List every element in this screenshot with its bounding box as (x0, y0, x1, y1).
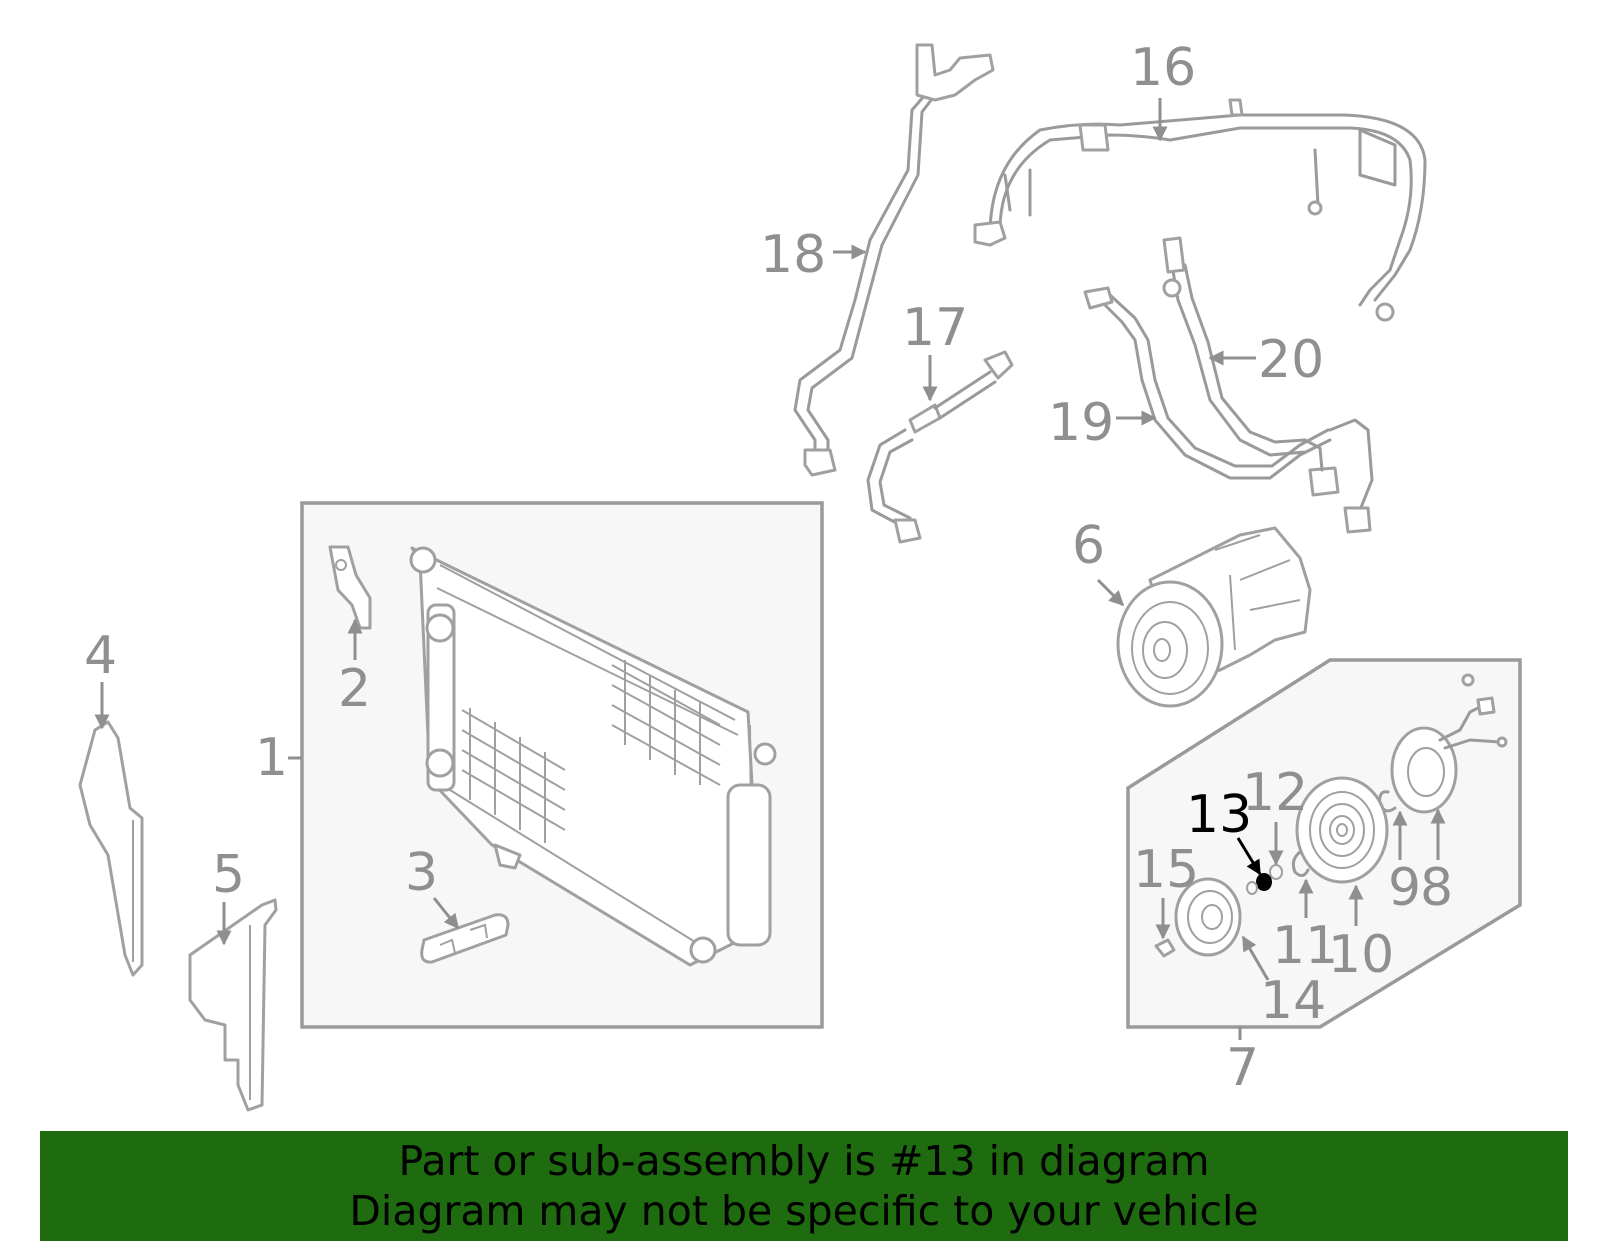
callout-17: 17 (902, 298, 968, 358)
insulator-icon (420, 913, 510, 964)
callout-3: 3 (405, 843, 438, 903)
callout-16: 16 (1130, 38, 1196, 98)
hose-19-icon (1083, 286, 1374, 534)
hose-16-icon (973, 98, 1427, 322)
callout-19: 19 (1048, 393, 1114, 453)
info-banner: Part or sub-assembly is #13 in diagram D… (40, 1131, 1568, 1241)
ring-icon (1291, 850, 1310, 877)
field-coil-icon (1390, 673, 1508, 814)
callout-labels: 1 2 3 4 5 6 7 8 9 10 11 12 13 14 15 16 1… (84, 38, 1453, 1098)
callout-18: 18 (760, 225, 826, 285)
pulley-icon (1295, 776, 1389, 884)
callout-12: 12 (1242, 763, 1308, 823)
callout-20: 20 (1258, 330, 1324, 390)
side-seal-right-icon (188, 898, 278, 1112)
banner-line-part-number: Part or sub-assembly is #13 in diagram (398, 1137, 1210, 1185)
banner-line-disclaimer: Diagram may not be specific to your vehi… (349, 1187, 1259, 1235)
callout-10: 10 (1328, 925, 1394, 985)
callout-4: 4 (84, 626, 117, 686)
callout-9: 9 (1388, 858, 1421, 918)
callout-11: 11 (1272, 916, 1338, 976)
leader-lines (94, 98, 1446, 1040)
callout-5: 5 (212, 845, 245, 905)
callout-2: 2 (338, 659, 371, 719)
hose-18-icon (793, 43, 995, 477)
clutch-plate-icon (1174, 877, 1242, 957)
callout-15: 15 (1133, 840, 1199, 900)
compressor-icon (1116, 526, 1312, 708)
callout-7: 7 (1226, 1038, 1259, 1098)
condenser-assembly-group (300, 501, 824, 1029)
callout-1: 1 (255, 728, 288, 788)
side-seal-left-icon (78, 720, 144, 977)
callout-8: 8 (1420, 858, 1453, 918)
hose-20-icon (1162, 236, 1340, 497)
hose-17-icon (866, 350, 1014, 544)
clutch-kit-group (1126, 658, 1522, 1029)
condenser-icon (409, 546, 777, 967)
callout-14: 14 (1260, 971, 1326, 1031)
bolt-icon (1154, 938, 1176, 958)
bracket-icon (328, 545, 372, 630)
callout-6: 6 (1072, 516, 1105, 576)
shim-13-icon (1256, 873, 1272, 891)
callout-13: 13 (1186, 785, 1252, 845)
